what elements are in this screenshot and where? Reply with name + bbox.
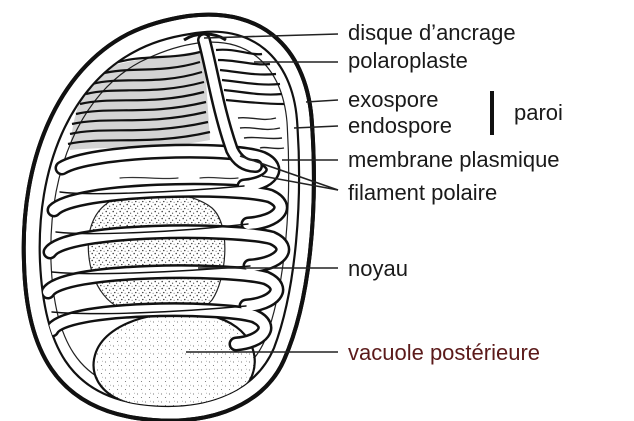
wall-bracket (490, 91, 494, 135)
label-endospore: endospore (348, 113, 452, 138)
labels: disque d’ancrage polaroplaste exospore e… (348, 20, 563, 365)
label-polar-filament: filament polaire (348, 180, 497, 205)
label-posterior-vacuole: vacuole postérieure (348, 340, 540, 365)
label-plasma-membrane: membrane plasmique (348, 147, 560, 172)
label-exospore: exospore (348, 87, 439, 112)
label-wall: paroi (514, 100, 563, 125)
label-polaroplast: polaroplaste (348, 48, 468, 73)
posterior-vacuole (94, 313, 255, 407)
label-nucleus: noyau (348, 256, 408, 281)
label-anchor-disc: disque d’ancrage (348, 20, 516, 45)
nucleus (88, 192, 225, 317)
